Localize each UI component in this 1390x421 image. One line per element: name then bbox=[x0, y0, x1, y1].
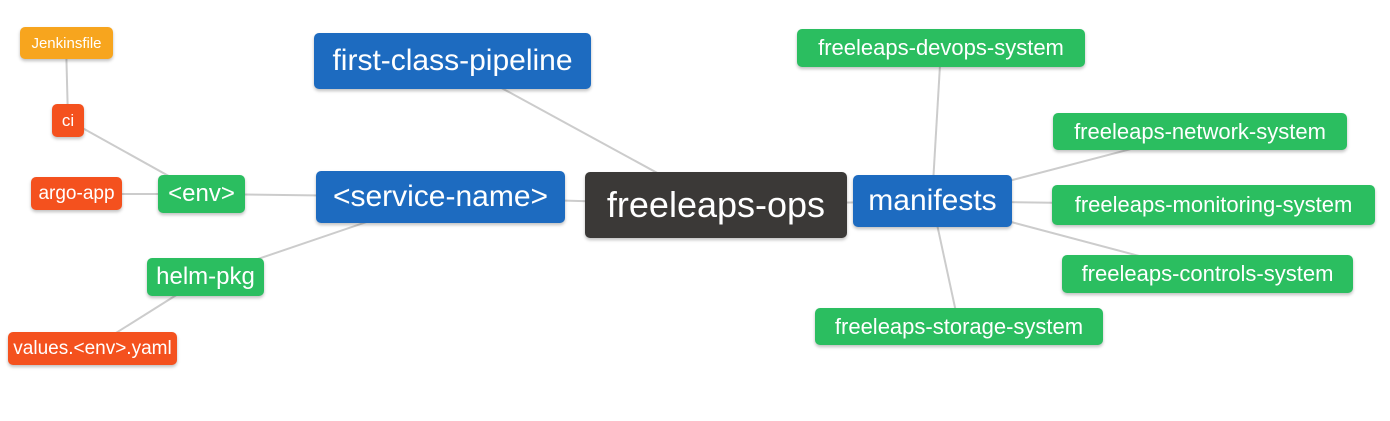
node-freeleaps-monitoring-system[interactable]: freeleaps-monitoring-system bbox=[1052, 185, 1375, 225]
node-argo-app[interactable]: argo-app bbox=[31, 177, 122, 210]
node-manifests[interactable]: manifests bbox=[853, 175, 1012, 227]
node-freeleaps-storage-system[interactable]: freeleaps-storage-system bbox=[815, 308, 1103, 345]
node-values-env-yaml[interactable]: values.<env>.yaml bbox=[8, 332, 177, 365]
node-freeleaps-devops-system[interactable]: freeleaps-devops-system bbox=[797, 29, 1085, 67]
node-env[interactable]: <env> bbox=[158, 175, 245, 213]
node-service-name[interactable]: <service-name> bbox=[316, 171, 565, 223]
node-freeleaps-controls-system[interactable]: freeleaps-controls-system bbox=[1062, 255, 1353, 293]
node-ci[interactable]: ci bbox=[52, 104, 84, 137]
node-jenkinsfile[interactable]: Jenkinsfile bbox=[20, 27, 113, 59]
node-freeleaps-ops-root[interactable]: freeleaps-ops bbox=[585, 172, 847, 238]
node-helm-pkg[interactable]: helm-pkg bbox=[147, 258, 264, 296]
node-first-class-pipeline[interactable]: first-class-pipeline bbox=[314, 33, 591, 89]
node-freeleaps-network-system[interactable]: freeleaps-network-system bbox=[1053, 113, 1347, 150]
